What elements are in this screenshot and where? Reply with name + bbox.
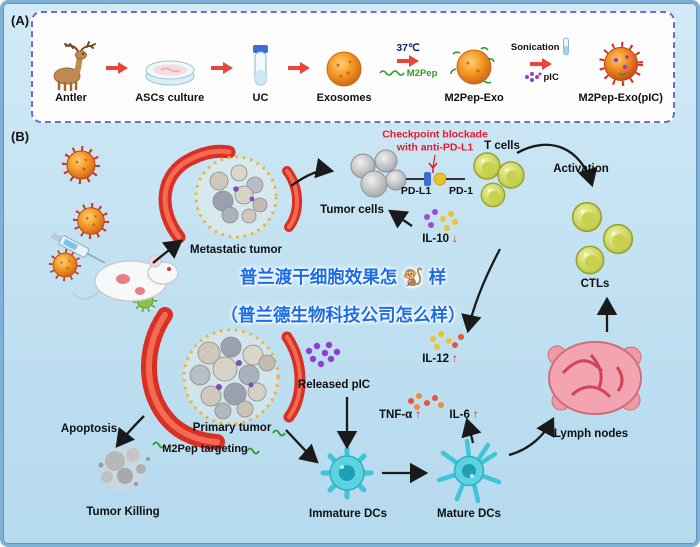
panel-b-illustration — [3, 143, 642, 504]
sonication-label: Sonication — [510, 41, 560, 53]
exosome-icon — [320, 33, 368, 91]
down-arrow-icon: ↓ — [452, 233, 458, 245]
panel-a-label: (A) — [11, 13, 30, 28]
panel-a-box: Antler ASCs culture — [31, 11, 675, 123]
checkpoint-line1: Checkpoint blockade — [382, 128, 488, 141]
label-pd-1: PD-1 — [449, 185, 473, 197]
step-m2pep-exo-pic: M2Pep-Exo(pIC) — [579, 33, 663, 104]
label-tumor-killing: Tumor Killing — [86, 506, 160, 518]
tumor-cells-shape — [350, 149, 407, 198]
label-apoptosis: Apoptosis — [60, 423, 118, 435]
m2pep-annotation: M2Pep — [379, 67, 438, 79]
flow-arrows — [115, 143, 618, 484]
step-ascs-culture: ASCs culture — [135, 33, 204, 104]
label-tumor-cells: Tumor cells — [320, 204, 384, 216]
label-tnf-a: TNF-α ↑ — [379, 409, 421, 421]
deer-icon — [43, 33, 99, 91]
label-lymph-nodes: Lymph nodes — [553, 428, 629, 440]
immature-dc-shape — [320, 446, 374, 500]
label-il-10: IL-10 ↓ — [422, 233, 458, 245]
step-label-antler: Antler — [55, 91, 87, 104]
arrow-sonication-group: Sonication pIC — [511, 37, 572, 83]
up-arrow-icon: ↑ — [452, 353, 458, 365]
lymph-nodes-shape — [547, 341, 642, 415]
label-released-pic: Released pIC — [297, 379, 371, 391]
step-uc: UC — [240, 33, 280, 104]
il12-dots — [430, 331, 464, 350]
arrow-icon — [530, 58, 553, 70]
arrow-icon — [287, 62, 310, 74]
label-immature-dcs: Immature DCs — [309, 508, 387, 520]
il-6-text: IL-6 — [449, 409, 470, 421]
m2pep-exo-icon — [448, 33, 500, 91]
step-exosomes: Exosomes — [317, 33, 372, 104]
primary-tumor-shape — [141, 307, 306, 455]
label-il-12: IL-12 ↑ — [422, 353, 458, 365]
checkpoint-blockade-label: Checkpoint blockade with anti-PD-L1 — [382, 128, 488, 153]
checkpoint-line2: with anti-PD-L1 — [396, 141, 474, 153]
up-arrow-icon: ↑ — [415, 409, 422, 421]
label-primary-tumor: Primary tumor — [192, 422, 272, 434]
pic-dots-icon — [524, 72, 541, 82]
m2pep-label: M2Pep — [406, 67, 438, 79]
il10-dots — [424, 209, 458, 231]
arrow-icon — [397, 54, 420, 67]
arrow-icon — [211, 62, 234, 74]
m2pep-peptides-on-tumor — [152, 429, 286, 455]
step-label-uc: UC — [252, 91, 269, 104]
step-label-ascs: ASCs culture — [135, 91, 205, 104]
petri-dish-icon — [141, 33, 199, 91]
label-pd-l1: PD-L1 — [400, 185, 432, 197]
label-mature-dcs: Mature DCs — [437, 508, 501, 520]
label-ctls: CTLs — [580, 278, 610, 290]
label-m2pep-targeting: M2Pep targeting — [162, 443, 248, 455]
label-activation: Activation — [553, 163, 609, 175]
arrow-icon — [106, 62, 129, 74]
released-pic-dots — [305, 341, 341, 368]
step-label-exosomes: Exosomes — [316, 91, 372, 104]
tnf-a-text: TNF-α — [378, 409, 413, 421]
label-metastatic-tumor: Metastatic tumor — [189, 244, 283, 256]
m2pep-peptide-icon — [379, 70, 405, 76]
step-m2pep-exo: M2Pep-Exo — [444, 33, 504, 104]
mature-dc-shape — [436, 438, 502, 504]
sonication-annotation: Sonication — [511, 37, 572, 57]
il-12-text: IL-12 — [422, 353, 450, 365]
pic-annotation: pIC — [524, 71, 559, 83]
sonication-tube-icon — [563, 37, 570, 56]
il-10-text: IL-10 — [422, 233, 450, 245]
pd-l1-pd-1-junction — [406, 154, 465, 186]
arrow-m2pep-group: 37℃ M2Pep — [379, 41, 438, 79]
panel-b-label: (B) — [11, 129, 30, 144]
step-label-m2pep-exo: M2Pep-Exo — [444, 91, 504, 104]
mouse-shape — [72, 254, 179, 302]
tumor-killing-shape — [98, 447, 150, 491]
up-arrow-icon: ↑ — [472, 409, 479, 421]
label-t-cells: T cells — [484, 140, 520, 152]
temp-label: 37℃ — [396, 41, 420, 54]
tnf-il6-dots — [408, 393, 444, 410]
ctls-shape — [571, 201, 634, 275]
t-cells-shape — [473, 152, 525, 208]
metastatic-tumor-shape — [158, 144, 303, 244]
step-antler: Antler — [43, 33, 99, 104]
centrifuge-tube-icon — [240, 33, 280, 91]
label-il-6: IL-6 ↑ — [449, 409, 478, 421]
syringe-icon — [50, 232, 106, 264]
m2pep-exo-pic-icon — [593, 33, 649, 91]
step-label-m2pep-exo-pic: M2Pep-Exo(pIC) — [578, 91, 663, 104]
pic-label: pIC — [543, 71, 559, 83]
